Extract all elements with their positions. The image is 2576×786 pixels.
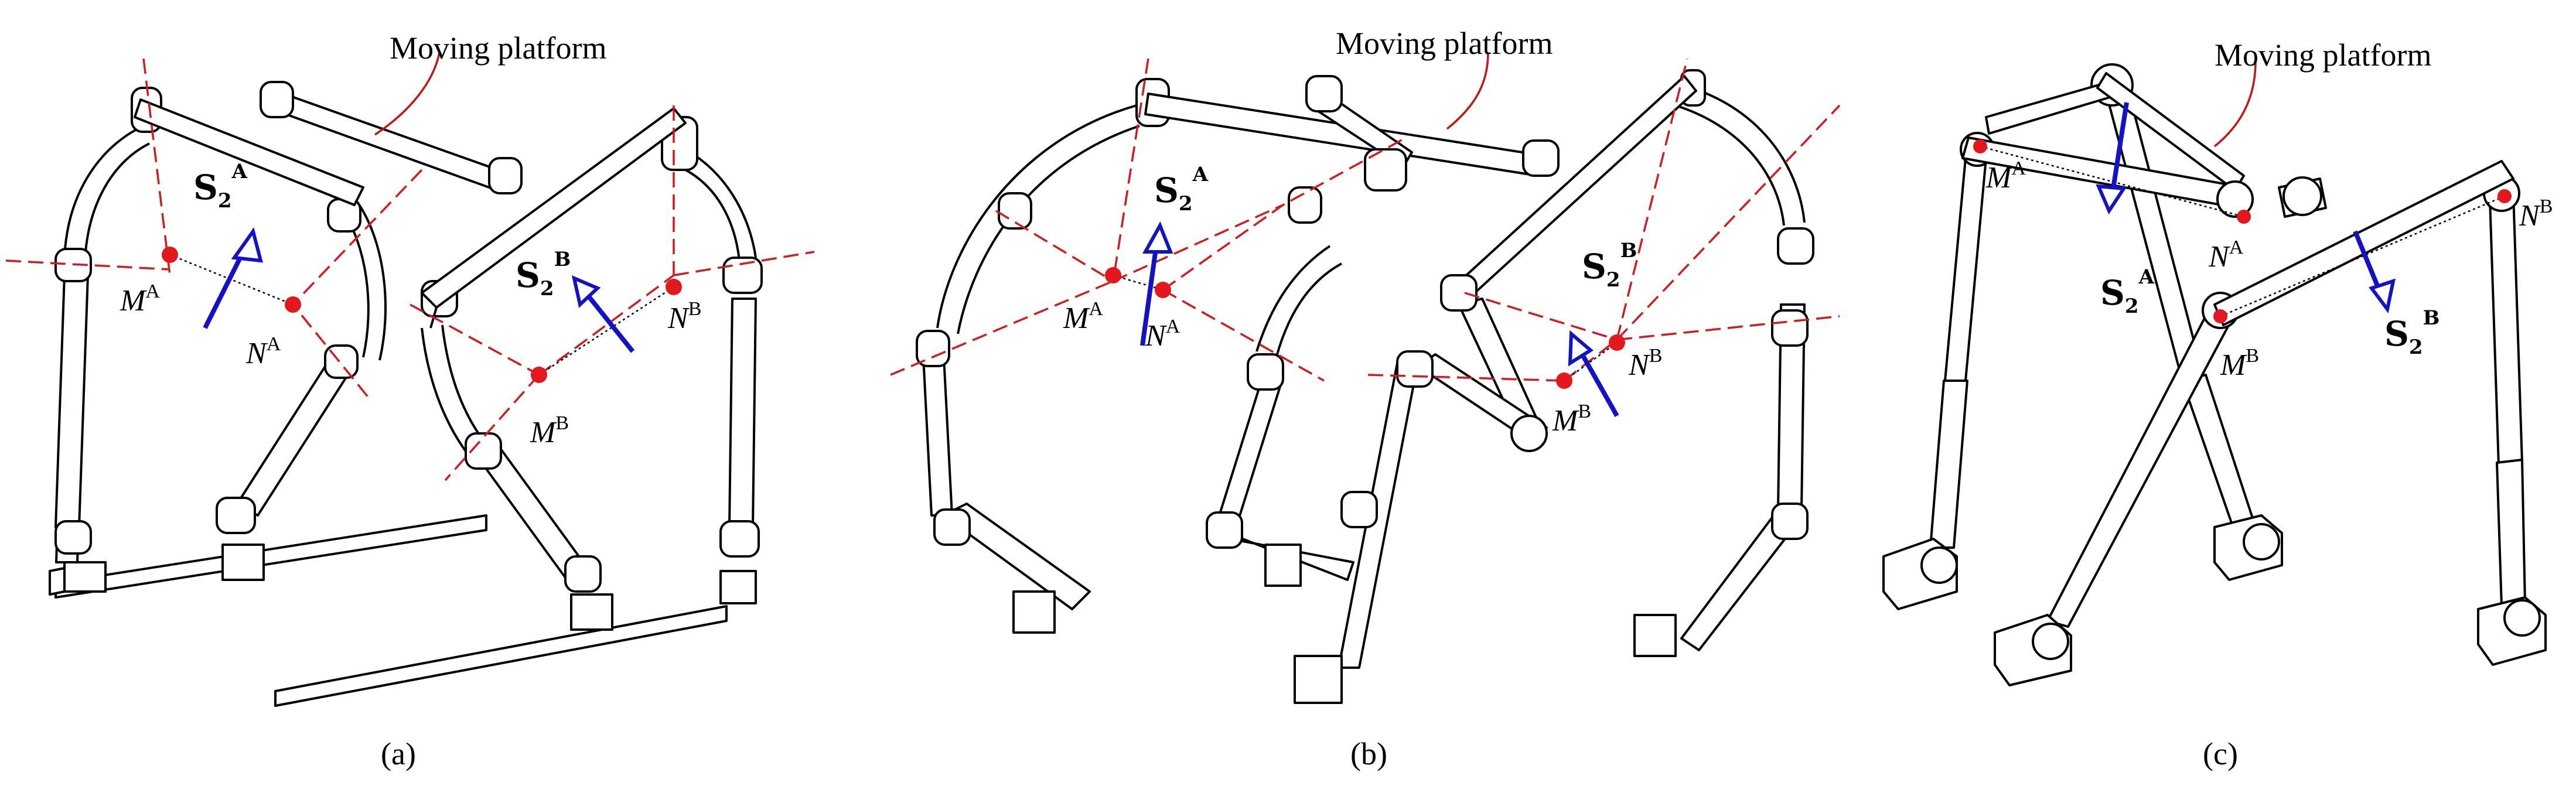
point-na-c [2237, 210, 2251, 224]
label-na: NA [245, 333, 281, 370]
screw-arrow-b-c [2353, 230, 2396, 314]
point-na-b [1155, 282, 1171, 298]
platform-label-a: Moving platform [390, 30, 606, 66]
label-s2b-c: S2B [2384, 306, 2439, 359]
label-mb-c: MB [2220, 345, 2259, 382]
label-mb: MB [530, 412, 569, 449]
point-ma-b [1105, 267, 1121, 283]
screw-arrow-a-c [2096, 102, 2129, 215]
label-ma-c: MA [1985, 158, 2026, 194]
segment-ma-na-c [1980, 145, 2244, 218]
segment-ma-na-b [1113, 274, 1164, 291]
panel-b: Moving platform MA NA MB NB S2A S2B (b) [890, 26, 1841, 771]
point-ma-c [1973, 139, 1987, 153]
segment-mb-nb-b [1564, 341, 1618, 382]
point-ma [162, 247, 178, 263]
caption-c: (c) [2203, 736, 2238, 771]
label-s2b: S2B [516, 248, 571, 300]
platform-label-c: Moving platform [2215, 37, 2431, 73]
caption-a: (a) [381, 736, 416, 771]
label-s2a: S2A [193, 160, 248, 213]
point-na [285, 296, 301, 313]
label-nb-c: NB [2519, 196, 2553, 233]
screw-arrow-b [571, 275, 635, 353]
point-mb-c [2213, 309, 2227, 323]
point-mb [531, 367, 547, 383]
base-rails-a [49, 514, 757, 707]
platform-leader-b [1446, 52, 1489, 130]
label-s2a-b: S2A [1154, 163, 1209, 216]
segment-ma-na [169, 254, 294, 306]
limb-b-b2 [1294, 75, 1697, 704]
limb-b-b1 [1633, 69, 1814, 657]
platform-leader-c [2213, 61, 2257, 148]
platform-label-b: Moving platform [1336, 26, 1553, 61]
limb-c-b2 [1994, 292, 2239, 686]
panel-a: Moving platform MA NA MB NB S2A S2B (a) [5, 30, 815, 771]
point-nb-c [2497, 189, 2512, 203]
platform-b-a [1144, 75, 1560, 192]
caption-b: (b) [1350, 736, 1387, 771]
label-s2a-c: S2A [2100, 265, 2155, 318]
screw-arrow-a [203, 227, 264, 329]
label-na-b: NA [1145, 316, 1180, 353]
limb-c-b1 [2477, 175, 2547, 666]
label-ma-b: MA [1063, 298, 1103, 335]
platform-leader-a [374, 52, 441, 136]
limb-a1 [54, 87, 162, 563]
panel-c: Moving platform MA NA MB NB S2A S2B (c) [1882, 37, 2553, 771]
screw-arrow-b-b [1568, 330, 1619, 417]
point-mb-b [1556, 373, 1572, 389]
platform-c-b [2213, 160, 2514, 326]
label-mb-b: MB [1552, 401, 1591, 438]
limb-c-a1 [1882, 132, 1995, 610]
limb-b-a1 [916, 78, 1170, 634]
platform-c-a [1961, 72, 2254, 218]
joint-axes-b [890, 58, 1841, 382]
platform-a [134, 81, 523, 206]
limb-b1 [421, 280, 602, 593]
label-na-c: NA [2208, 237, 2244, 274]
label-s2b-b: S2B [1582, 239, 1637, 292]
point-nb [666, 279, 682, 295]
segment-mb-nb-c [2220, 195, 2505, 317]
limb-b2 [661, 116, 763, 558]
label-ma: MA [120, 281, 160, 317]
limb-b-a2 [1206, 186, 1354, 587]
label-nb-b: NB [1628, 345, 1662, 382]
screw-arrow-a-b [1140, 221, 1173, 346]
label-nb: NB [667, 298, 701, 335]
segment-mb-nb [538, 286, 674, 376]
point-nb-b [1609, 334, 1625, 351]
